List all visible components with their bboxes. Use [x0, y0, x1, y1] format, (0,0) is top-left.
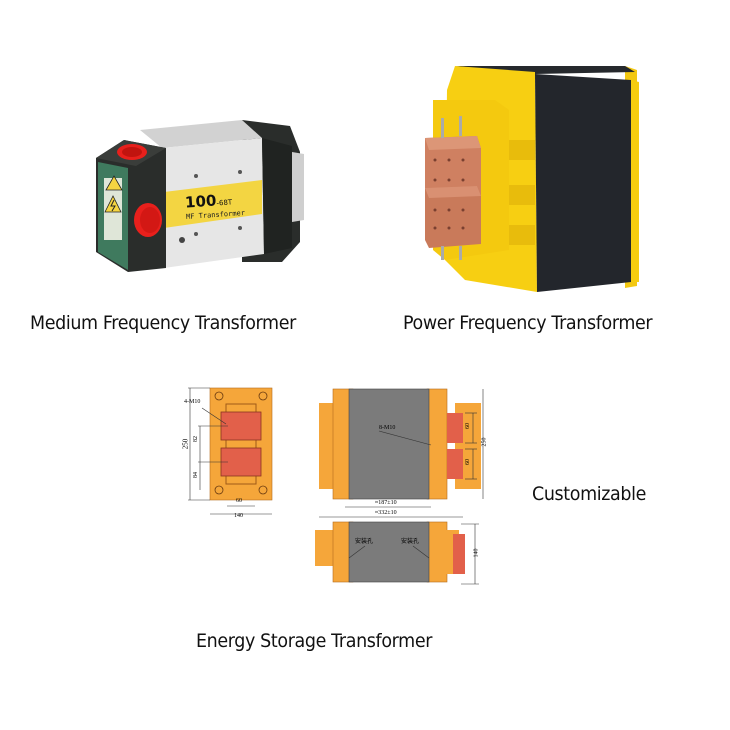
front-holes-label: 4-M10	[184, 399, 201, 405]
mf-label-model-suffix: -68T	[216, 198, 233, 208]
energy-storage-front-view-drawing: 4-M10 250 82 84 60 140	[180, 380, 290, 520]
side-total-length-label: ≈332±10	[375, 510, 397, 516]
caption-power-frequency: Power Frequency Transformer	[403, 312, 653, 334]
bottom-depth-label: 140	[473, 548, 480, 558]
medium-frequency-transformer-image: 100-68T MF Transformer	[92, 112, 312, 282]
mf-label-model: 100-68T	[184, 190, 232, 211]
caption-medium-frequency: Medium Frequency Transformer	[30, 312, 296, 334]
mf-label-model-number: 100	[184, 191, 217, 212]
caption-energy-storage: Energy Storage Transformer	[196, 630, 433, 652]
front-width-label: 140	[234, 513, 243, 519]
bottom-mount-label-1: 安装孔	[355, 538, 374, 545]
side-holes-label: 8-M10	[379, 425, 396, 431]
front-height-label: 250	[181, 438, 190, 450]
front-spacing-top-label: 82	[193, 436, 199, 442]
energy-storage-side-view-drawing: 8-M10 60 60 250 ≈187±10 ≈332±10	[305, 383, 495, 523]
side-busbar-2-label: 60	[465, 459, 471, 465]
side-core-length-label: ≈187±10	[375, 500, 397, 506]
front-busbar-width-label: 60	[236, 498, 242, 504]
bottom-mount-label-2: 安装孔	[401, 538, 420, 545]
front-spacing-bottom-label: 84	[193, 472, 199, 478]
power-frequency-transformer-image	[425, 60, 645, 295]
energy-storage-bottom-view-drawing: 安装孔 安装孔 140	[305, 518, 495, 588]
side-busbar-1-label: 60	[465, 423, 471, 429]
side-height-label: 250	[481, 437, 488, 447]
customizable-note: Customizable	[532, 483, 647, 505]
